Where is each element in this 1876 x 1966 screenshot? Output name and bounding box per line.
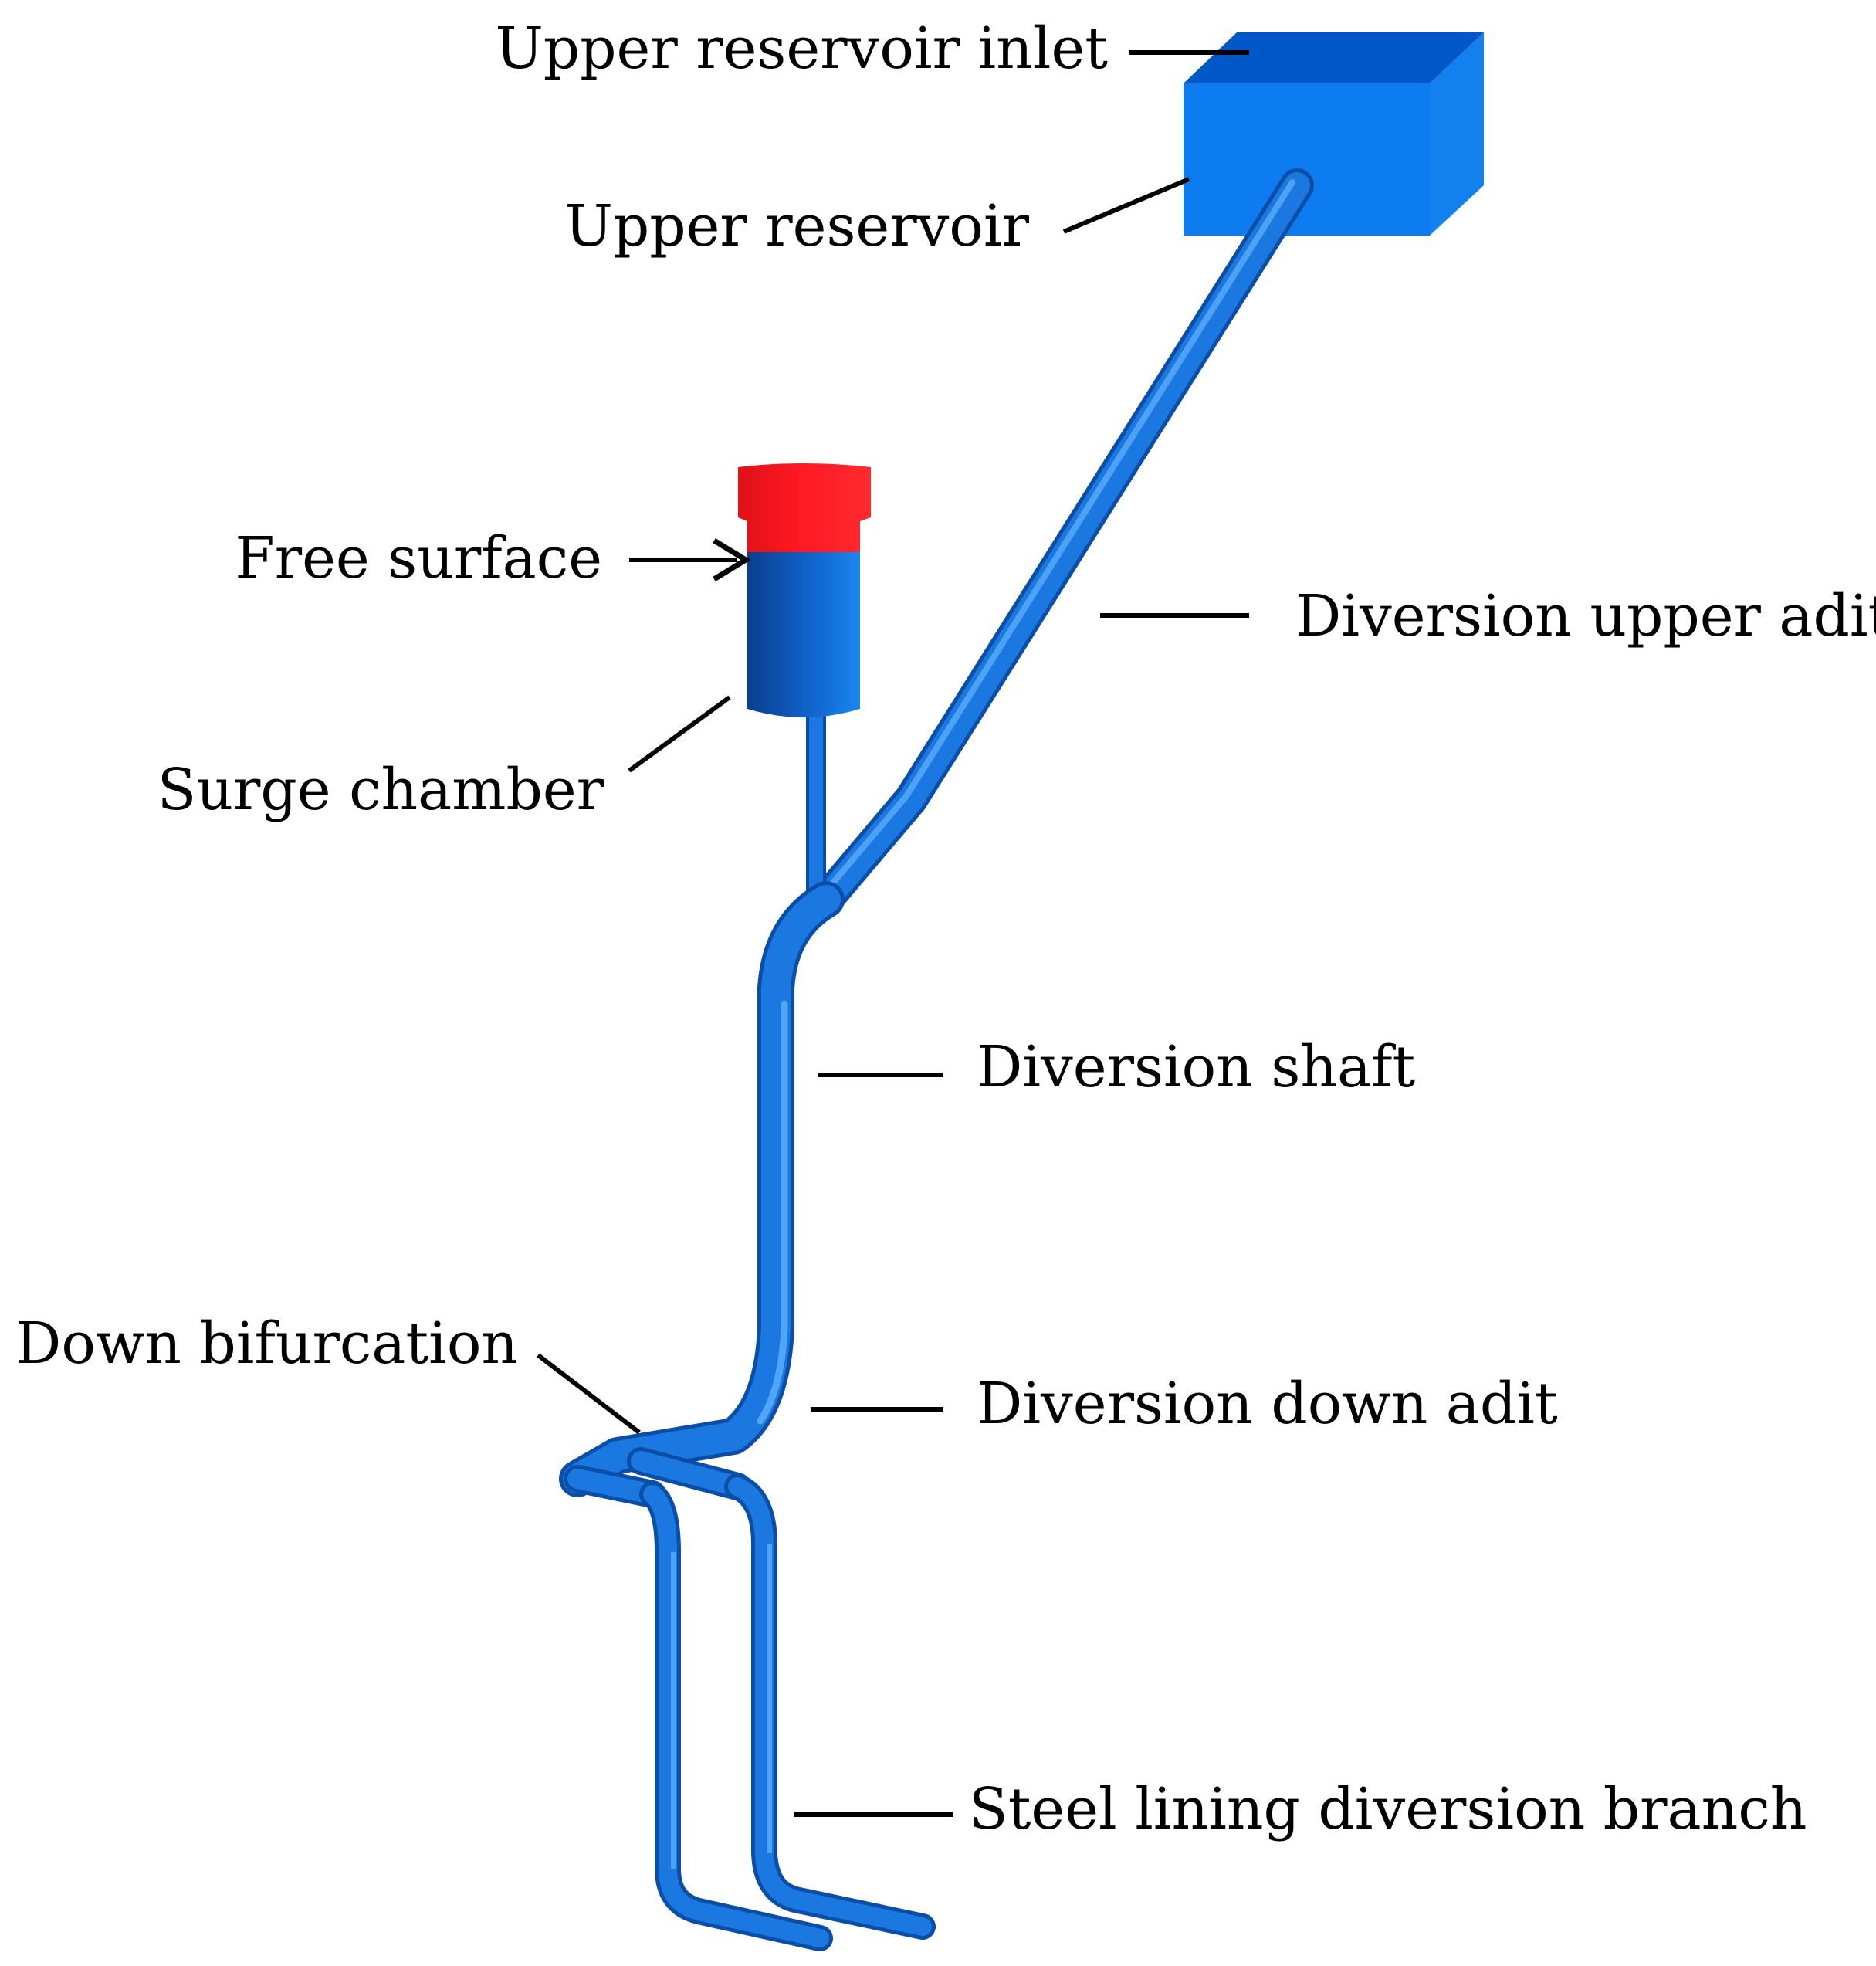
- diversion-shaft-pipe: [559, 881, 845, 1497]
- upper-reservoir-box: [1184, 32, 1484, 236]
- label-steel-lining-diversion-branch: Steel lining diversion branch: [969, 1776, 1807, 1842]
- leader-surge-chamber: [628, 695, 731, 773]
- label-upper-reservoir: Upper reservoir: [564, 193, 1029, 259]
- surge-chamber: [738, 463, 871, 717]
- label-diversion-upper-adit: Diversion upper adit: [1295, 583, 1876, 649]
- free-surface-cap: [738, 463, 871, 552]
- label-free-surface: Free surface: [235, 525, 602, 591]
- upper-reservoir-top-face: [1184, 32, 1484, 83]
- label-down-bifurcation: Down bifurcation: [15, 1310, 518, 1377]
- steel-lining-branch-left: [639, 1481, 833, 1951]
- label-diversion-shaft: Diversion shaft: [977, 1034, 1415, 1100]
- leader-upper-reservoir: [1062, 177, 1190, 234]
- upper-reservoir-front-face: [1184, 83, 1430, 236]
- diversion-upper-adit-pipe: [809, 168, 1314, 917]
- steel-lining-branch-right: [724, 1473, 936, 1940]
- label-upper-reservoir-inlet: Upper reservoir inlet: [495, 15, 1108, 82]
- free-surface-arrow: [629, 538, 751, 581]
- leader-lines: [537, 50, 1249, 1817]
- leader-down-bifurcation: [537, 1353, 641, 1435]
- label-surge-chamber: Surge chamber: [157, 757, 604, 823]
- upper-reservoir-side-face: [1430, 32, 1484, 236]
- label-diversion-down-adit: Diversion down adit: [977, 1371, 1558, 1437]
